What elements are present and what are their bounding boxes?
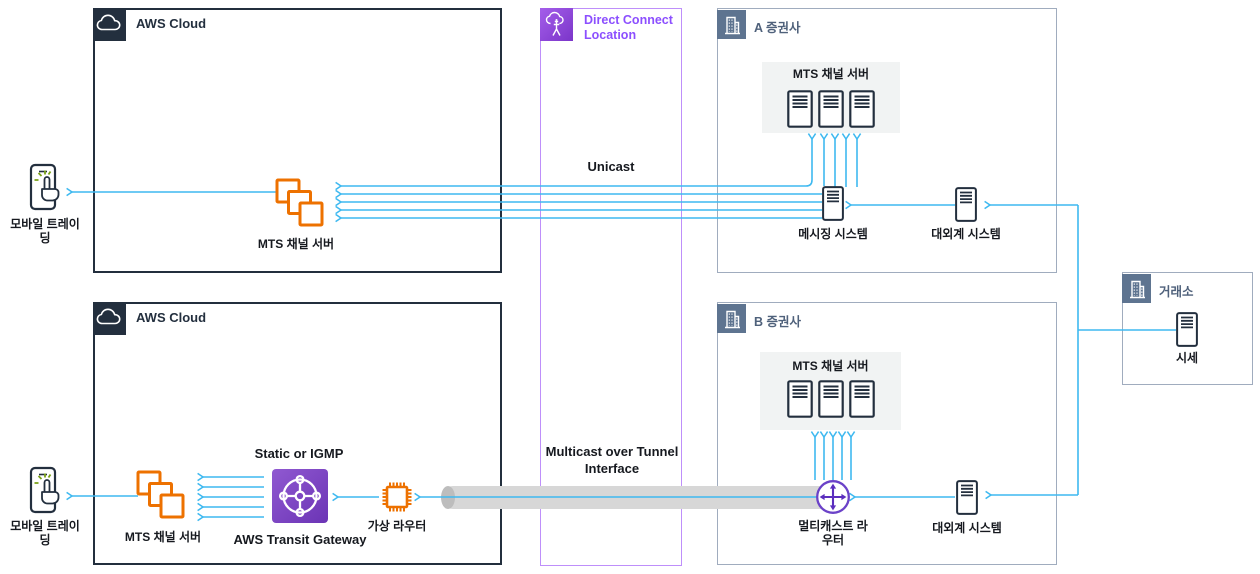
- multicast-router-icon: [815, 479, 851, 515]
- server-icon: [822, 186, 844, 221]
- server-rack-icons: [787, 90, 875, 128]
- multicast-label: Multicast over Tunnel Interface: [545, 444, 679, 476]
- cloud-tower-icon: [540, 8, 573, 41]
- exchange-title: 거래소: [1159, 285, 1194, 299]
- mts-channel-server-label: MTS 채널 서버: [124, 530, 202, 544]
- exchange-box: [1122, 272, 1253, 385]
- aws-cloud-bottom-box: [93, 302, 502, 565]
- transit-gateway-label: AWS Transit Gateway: [233, 532, 367, 547]
- cloud-icon: [93, 302, 126, 335]
- transit-gateway-icon: [272, 469, 328, 523]
- securities-b-title: B 증권사: [754, 315, 802, 329]
- static-or-igmp-label: Static or IGMP: [254, 446, 344, 461]
- building-icon: [717, 304, 746, 333]
- mts-panel-b-label: MTS 채널 서버: [792, 359, 869, 373]
- mts-channel-server-label: MTS 채널 서버: [257, 237, 335, 251]
- external-system-b-label: 대외계 시스템: [932, 521, 1002, 535]
- server-icon: [1176, 312, 1198, 347]
- mts-panel-a-label: MTS 채널 서버: [792, 67, 870, 81]
- multicast-router-label: 멀티캐스트 라우터: [798, 519, 868, 547]
- chip-router-icon: [381, 481, 413, 513]
- instances-stack-icon: [135, 469, 187, 521]
- mobile-trading-bottom-label: 모바일 트레이딩: [10, 519, 80, 547]
- messaging-system-label: 메시징 시스템: [798, 227, 868, 241]
- securities-a-title: A 증권사: [754, 21, 801, 35]
- phone-tap-icon: [24, 163, 68, 213]
- cloud-icon: [93, 8, 126, 41]
- direct-connect-box: [540, 8, 682, 566]
- mobile-trading-top-label: 모바일 트레이딩: [10, 217, 80, 245]
- direct-connect-title: Direct Connect Location: [584, 13, 673, 42]
- securities-b-box: [717, 302, 1057, 565]
- unicast-label: Unicast: [587, 159, 635, 174]
- quote-label: 시세: [1175, 351, 1199, 365]
- server-rack-icons: [787, 380, 875, 418]
- aws-cloud-bottom-title: AWS Cloud: [136, 310, 207, 325]
- server-icon: [955, 187, 977, 222]
- phone-tap-icon: [24, 466, 68, 516]
- building-icon: [1122, 274, 1151, 303]
- aws-cloud-top-title: AWS Cloud: [136, 16, 207, 31]
- virtual-router-label: 가상 라우터: [367, 519, 427, 533]
- external-system-a-label: 대외계 시스템: [931, 227, 1001, 241]
- server-icon: [956, 480, 978, 515]
- building-icon: [717, 10, 746, 39]
- instances-stack-icon: [274, 177, 326, 229]
